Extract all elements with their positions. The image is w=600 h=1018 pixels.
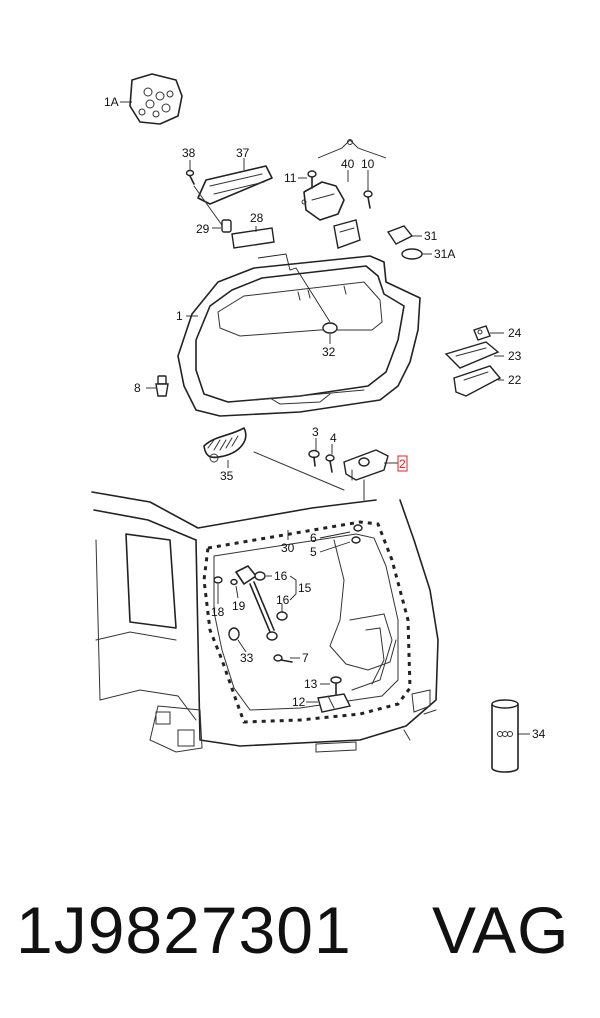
callout-4: 4 <box>330 431 337 445</box>
grommet-32 <box>322 322 338 334</box>
callout-22: 22 <box>508 373 522 387</box>
callout-33: 33 <box>240 651 254 665</box>
bolt-10 <box>363 190 373 209</box>
callout-32: 32 <box>322 345 336 359</box>
screw-7 <box>273 654 293 663</box>
pad-31a <box>401 248 423 260</box>
callout-7: 7 <box>302 651 309 665</box>
callout-38: 38 <box>182 146 196 160</box>
lock-2 <box>343 449 389 481</box>
bump-stop-31 <box>386 225 414 245</box>
tailgate-trim-37 <box>197 165 273 205</box>
callout-10: 10 <box>361 157 375 171</box>
callout-37: 37 <box>236 146 250 160</box>
callout-12: 12 <box>292 695 306 709</box>
callout-11: 11 <box>284 171 297 185</box>
callout-19: 19 <box>232 599 246 613</box>
callout-1a: 1A <box>104 95 119 109</box>
callout-29: 29 <box>196 222 210 236</box>
clip-5 <box>351 536 361 544</box>
exploded-parts-diagram: 1A 38 37 40 10 11 29 28 31 31A 1 32 24 2… <box>91 73 546 773</box>
cover-33 <box>228 627 240 641</box>
tailgate-1 <box>177 255 421 417</box>
callout-30: 30 <box>281 541 295 555</box>
buffer-8 <box>155 375 169 397</box>
callout-2: 2 <box>399 457 406 471</box>
callout-8: 8 <box>134 381 141 395</box>
striker-12 <box>317 693 352 713</box>
clip-6 <box>353 524 363 532</box>
buffer-13 <box>330 676 342 695</box>
vehicle-body <box>91 491 439 753</box>
hinge-bracket <box>333 219 361 249</box>
callout-35: 35 <box>220 469 234 483</box>
callout-6: 6 <box>310 531 317 545</box>
callout-23: 23 <box>508 349 522 363</box>
callout-31a: 31A <box>434 247 455 261</box>
ball-stud-16-top <box>254 571 266 581</box>
spray-can-34 <box>491 699 519 773</box>
ball-stud-16-bottom <box>276 611 288 621</box>
bolt-11 <box>307 170 317 189</box>
fastener-kit-1a <box>129 73 183 125</box>
callout-40: 40 <box>341 157 355 171</box>
callout-1: 1 <box>176 309 183 323</box>
screw-4 <box>325 454 335 473</box>
screw-38 <box>185 169 195 185</box>
seal-30 <box>202 520 412 724</box>
callout-3: 3 <box>312 425 319 439</box>
highlight-box <box>397 455 408 472</box>
clip-29 <box>221 219 232 233</box>
brand-name: VAG <box>432 893 570 967</box>
label-plate-28 <box>231 227 275 249</box>
cap-24 <box>473 325 491 341</box>
callout-24: 24 <box>508 326 522 340</box>
switch-23 <box>444 341 500 369</box>
bolt-19 <box>230 578 238 586</box>
callout-16-top: 16 <box>274 569 288 583</box>
callout-18: 18 <box>211 605 225 619</box>
callout-34: 34 <box>532 727 546 741</box>
callout-5: 5 <box>310 545 317 559</box>
part-number: 1J9827301 <box>16 893 352 967</box>
callout-13: 13 <box>304 677 318 691</box>
handle-22 <box>453 365 502 397</box>
bolt-18 <box>213 576 223 584</box>
screw-3 <box>308 449 320 467</box>
callout-28: 28 <box>250 211 264 225</box>
hinge-40 <box>301 181 345 221</box>
callout-15: 15 <box>298 581 312 595</box>
wiring-harness-35 <box>203 427 247 463</box>
callout-16-bottom: 16 <box>276 593 290 607</box>
callout-31: 31 <box>424 229 438 243</box>
